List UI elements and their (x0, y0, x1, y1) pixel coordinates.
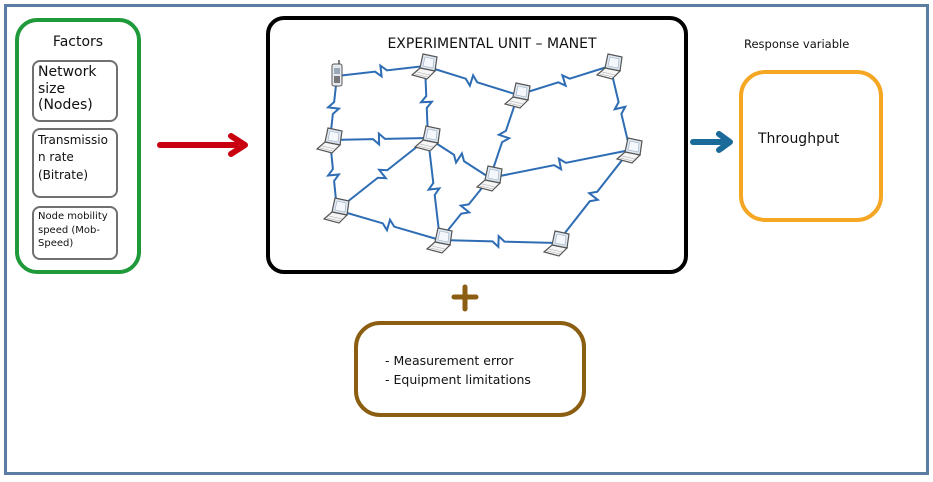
laptop-icon (315, 127, 343, 154)
factors-title: Factors (52, 34, 104, 50)
response-throughput: Throughput (758, 131, 840, 147)
noise-item-equipment-limitations: - Equipment limitations (385, 371, 531, 387)
wireless-link (439, 233, 558, 250)
response-variable-label: Response variable (744, 37, 850, 51)
laptop-icon (542, 230, 570, 257)
laptop-icon (425, 227, 453, 254)
wireless-link (517, 65, 611, 96)
experimental-unit-title: EXPERIMENTAL UNIT – MANET (387, 36, 597, 52)
factor-node-mobility: Node mobility speed (Mob-Speed) (32, 206, 118, 260)
response-box: Throughput (739, 70, 883, 222)
laptop-icon (503, 82, 531, 109)
noise-list: - Measurement error - Equipment limitati… (385, 352, 531, 390)
wireless-link (424, 65, 519, 96)
wireless-link (329, 131, 429, 147)
laptop-icon (413, 125, 441, 152)
factors-group: Factors Network size (Nodes) Transmissio… (15, 18, 141, 274)
laptop-icon (475, 165, 503, 192)
noise-item-measurement-error: - Measurement error (385, 353, 514, 368)
noise-factors-box: - Measurement error - Equipment limitati… (354, 321, 586, 417)
input-arrow-icon (157, 133, 248, 157)
wireless-link (489, 94, 519, 179)
factor-network-size: Network size (Nodes) (32, 60, 118, 122)
laptop-icon (615, 137, 643, 164)
wireless-link (609, 65, 631, 151)
wireless-link (336, 137, 429, 211)
laptop-icon (410, 53, 438, 80)
output-arrow-icon (690, 131, 733, 153)
network-nodes (315, 53, 643, 257)
wireless-link (427, 137, 491, 179)
laptop-icon (322, 197, 350, 224)
phone-icon (331, 60, 343, 87)
wireless-link (336, 63, 426, 79)
wireless-link (426, 137, 442, 241)
laptop-icon (595, 53, 623, 80)
wireless-link (439, 177, 491, 241)
factor-transmission-rate: Transmissio n rate (Bitrate) (32, 128, 118, 198)
network-links (325, 63, 631, 250)
plus-icon (451, 284, 479, 312)
wireless-link (489, 149, 631, 179)
wireless-link (325, 139, 342, 211)
wireless-link (336, 209, 441, 241)
wireless-link (325, 75, 342, 141)
wireless-link (418, 65, 435, 139)
wireless-link (556, 149, 631, 244)
